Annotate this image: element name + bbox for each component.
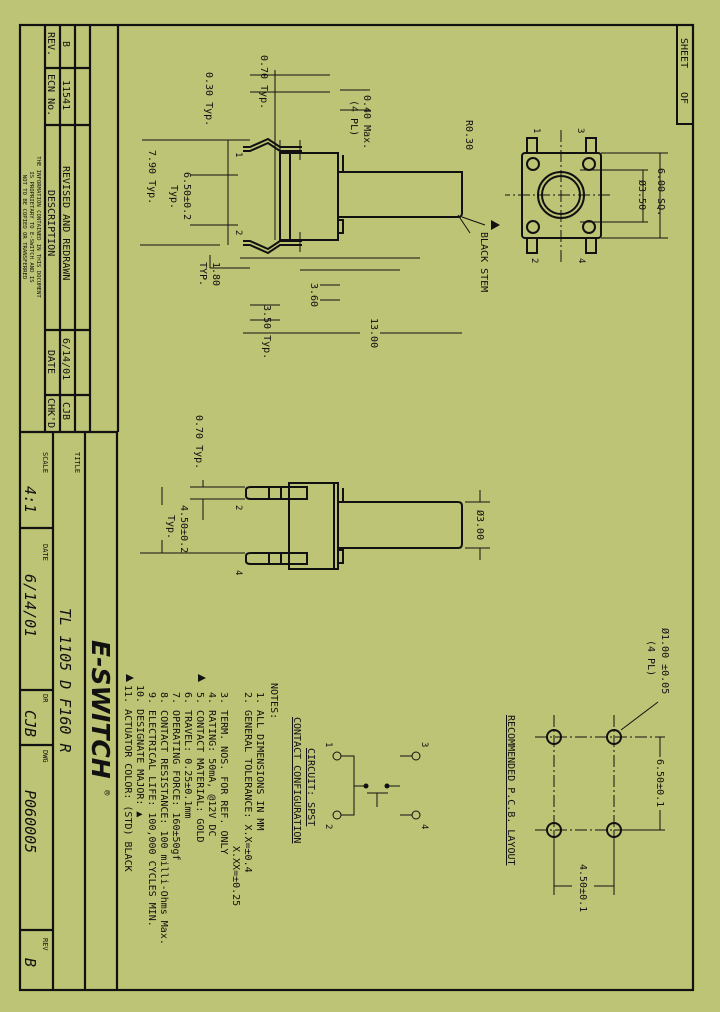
drawing-number-label: DWG	[41, 750, 49, 763]
note-item: 4. RATING: 50mA, @12V DC	[206, 692, 217, 837]
notes-heading: NOTES:	[268, 683, 279, 719]
date-header: DATE	[45, 350, 56, 374]
drawing-frame	[18, 23, 695, 992]
side-view: 0.70 Typ. 0.30 Typ. 6.50±0.2 Typ. 7.90 T…	[140, 55, 500, 359]
scale-label: SCALE	[41, 452, 49, 473]
dim-lead-width: 0.70 Typ.	[258, 55, 269, 109]
registered-mark: ®	[101, 790, 111, 796]
major-triangle-icon	[126, 674, 134, 682]
major-triangle-icon	[491, 220, 500, 230]
dim-lead-thickness: 0.30 Typ.	[203, 72, 214, 126]
rev-value: B	[60, 41, 71, 47]
dim-radius: R0.30	[463, 120, 474, 150]
disclaimer-line: NOT TO BE COPIED OR TRANSFERRED	[21, 175, 27, 280]
dim-lead-spacing-suffix: Typ.	[168, 185, 179, 209]
note-item: 10. DESIGNATE MAJOR: ▲	[134, 685, 145, 817]
e-switch-logo: E-SWITCH	[86, 640, 115, 779]
terminal-label: 3	[419, 742, 429, 747]
drawn-by-label: DR	[41, 694, 49, 703]
dim-pitch-short: 4.50±0.1	[577, 864, 588, 912]
terminal-label: 1	[323, 742, 333, 747]
note-item: 7. OPERATING FORCE: 160±50gf	[170, 692, 181, 861]
notes: NOTES: 1. ALL DIMENSIONS IN MM 2. GENERA…	[122, 674, 279, 945]
dim-pitch-long: 6.50±0.1	[654, 759, 665, 807]
revision-block: B 11541 REVISED AND REDRAWN 6/14/01 CJB …	[20, 25, 120, 434]
drawn-by-value: CJB	[21, 710, 39, 737]
dim-hole-suffix: (4 PL)	[645, 640, 656, 676]
major-triangle-icon	[198, 674, 206, 682]
note-item: X.XX=±0.25	[230, 846, 241, 906]
dim-square: 6.00 SQ.	[655, 168, 666, 216]
description-value: REVISED AND REDRAWN	[60, 166, 71, 280]
terminal-label: 1	[531, 128, 541, 133]
dim-lead-spacing: 6.50±0.2	[181, 172, 192, 220]
note-item: 8. CONTACT RESISTANCE: 100 milli-Ohms Ma…	[158, 692, 169, 945]
circuit-subtitle: CONTACT CONFIGURATION	[291, 717, 302, 843]
dim-stem-diameter: Ø3.00	[474, 510, 486, 540]
circuit-title: CIRCUIT: SPST	[305, 748, 316, 826]
drawing-number-value: P060005	[21, 790, 39, 853]
ecn-header: ECN No.	[45, 74, 56, 116]
sheet-of-label: OF	[678, 92, 689, 104]
terminal-label: 2	[323, 824, 333, 829]
dim-tab: 0.40 Max.	[361, 95, 372, 149]
title-label: TITLE	[73, 452, 81, 473]
rev-header: REV.	[45, 32, 56, 56]
revision-value: B	[21, 958, 39, 967]
note-item: 2. GENERAL TOLERANCE: X.X=±0.4	[242, 692, 253, 873]
sheet-label: SHEET	[678, 38, 689, 68]
top-view: 6.00 SQ. Ø3.50 1 3 2 4	[505, 128, 668, 263]
dim-lead-bend-suffix: TYP.	[197, 262, 208, 286]
date-value: 6/14/01	[21, 574, 39, 637]
dim-tab-suffix: (4 PL)	[348, 100, 359, 136]
revision-label: REV	[41, 938, 49, 951]
terminal-label: 2	[233, 230, 243, 235]
note-item: 1. ALL DIMENSIONS IN MM	[254, 692, 265, 830]
circuit-diagram: CIRCUIT: SPST CONTACT CONFIGURATION 1 2 …	[291, 717, 429, 843]
dim-overall-lead: 7.90 Typ.	[146, 150, 157, 204]
terminal-label: 2	[529, 258, 539, 263]
note-item: 9. ELECTRICAL LIFE: 100,000 CYCLES MIN.	[146, 692, 157, 927]
description-header: DESCRIPTION	[45, 190, 56, 256]
ecn-value: 11541	[60, 80, 71, 110]
front-view: 0.70 Typ. 4.50±0.2 Typ. Ø3.00 2 4	[140, 415, 490, 575]
disclaimer-line: IS PROPRIETARY TO E-SWITCH AND IS	[28, 171, 34, 282]
dim-stem-diameter: Ø3.50	[636, 180, 648, 210]
note-item: 3. TERM. NOS. FOR REF. ONLY	[218, 692, 229, 855]
date-label: DATE	[41, 544, 49, 561]
dim-hole-diameter: Ø1.00 ±0.05	[659, 628, 671, 694]
terminal-label: 1	[233, 152, 243, 157]
pcb-layout: 6.50±0.1 4.50±0.1 Ø1.00 ±0.05 (4 PL) REC…	[505, 628, 671, 912]
terminal-label: 4	[233, 570, 243, 575]
pcb-layout-title: RECOMMENDED P.C.B. LAYOUT	[505, 715, 516, 866]
chkd-value: CJB	[60, 402, 71, 420]
note-item: 5. CONTACT MATERIAL: GOLD	[194, 692, 205, 843]
dim-lead-spacing-suffix: Typ.	[165, 515, 176, 539]
date-value: 6/14/01	[60, 338, 71, 380]
terminal-label: 4	[576, 258, 586, 263]
note-item: 11. ACTUATOR COLOR: (STD) BLACK	[122, 685, 133, 872]
disclaimer-line: THE INFORMATION CONTAINED IN THIS DOCUME…	[35, 156, 41, 298]
note-item: 6. TRAVEL: 0.25±0.1mm	[182, 692, 193, 818]
dim-overall-height: 13.00	[368, 318, 379, 348]
dim-lead-spacing: 4.50±0.2	[178, 505, 189, 553]
dim-body-height: 3.60	[308, 283, 319, 307]
dim-lead-length: 3.50 Typ.	[261, 305, 272, 359]
dim-lead-bend: 1.80	[210, 262, 221, 286]
title-block: E-SWITCH ® TITLE TL 1105 D F160 R SCALE …	[20, 432, 119, 990]
chkd-header: CHK'D	[45, 398, 56, 428]
stem-note: BLACK STEM	[478, 232, 489, 292]
sheet-box: SHEET OF	[676, 25, 693, 125]
terminal-label: 4	[419, 824, 429, 829]
part-number-title: TL 1105 D F160 R	[56, 608, 74, 753]
scale-value: 4:1	[21, 486, 39, 513]
dim-lead-width: 0.70 Typ.	[193, 415, 204, 469]
terminal-label: 2	[233, 505, 243, 510]
terminal-label: 3	[575, 128, 585, 133]
